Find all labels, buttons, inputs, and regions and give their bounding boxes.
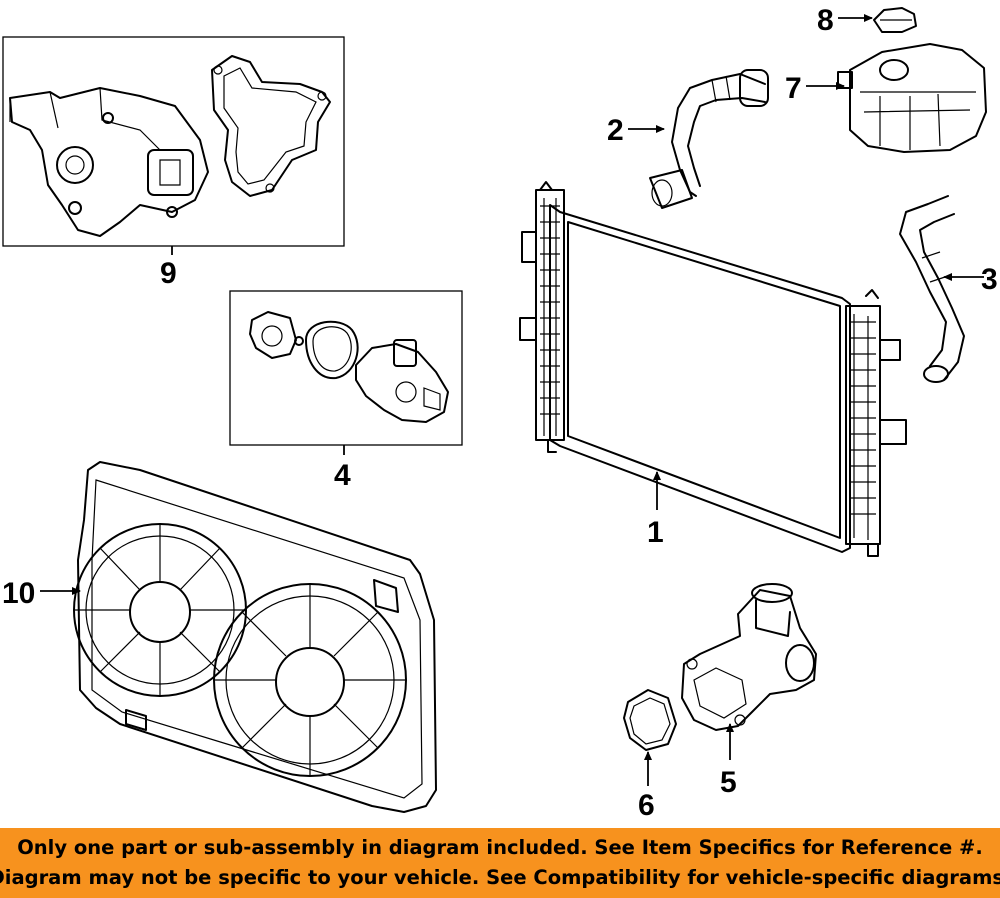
lower-hose-icon [899, 195, 965, 383]
thermostat-group-box [229, 290, 463, 446]
thermostat-icon [249, 311, 304, 359]
water-pump-gasket-icon [211, 55, 331, 197]
water-pump-group: 9 [2, 36, 345, 290]
parts-diagram: 9 4 2 8 [2, 4, 998, 822]
disclaimer-banner: Only one part or sub-assembly in diagram… [0, 828, 1000, 898]
disclaimer-line-1: Only one part or sub-assembly in diagram… [17, 836, 983, 859]
thermostat-housing-icon [355, 339, 449, 423]
reservoir-cap-icon [873, 7, 917, 33]
fan-assembly-icon [73, 461, 437, 813]
thermostat-group: 4 [229, 290, 463, 492]
callout-8: 8 [817, 4, 834, 37]
housing-gasket-icon [623, 689, 677, 751]
callout-6: 6 [638, 789, 655, 822]
radiator-icon [519, 181, 907, 557]
thermostat-seal-icon [305, 320, 359, 380]
callout-5: 5 [720, 766, 737, 799]
reservoir-tank-icon [837, 43, 987, 153]
callout-3: 3 [981, 263, 998, 296]
callout-7: 7 [785, 72, 802, 105]
callout-1: 1 [647, 516, 664, 549]
callout-2: 2 [607, 114, 624, 147]
callout-9: 9 [160, 257, 177, 290]
callout-10: 10 [2, 577, 35, 610]
water-pump-group-box [2, 36, 345, 247]
callout-4: 4 [334, 459, 351, 492]
water-pump-icon [9, 87, 209, 237]
upper-hose-icon [649, 69, 769, 209]
disclaimer-line-2: Diagram may not be specific to your vehi… [0, 866, 1000, 889]
coolant-outlet-housing-icon [681, 583, 817, 731]
